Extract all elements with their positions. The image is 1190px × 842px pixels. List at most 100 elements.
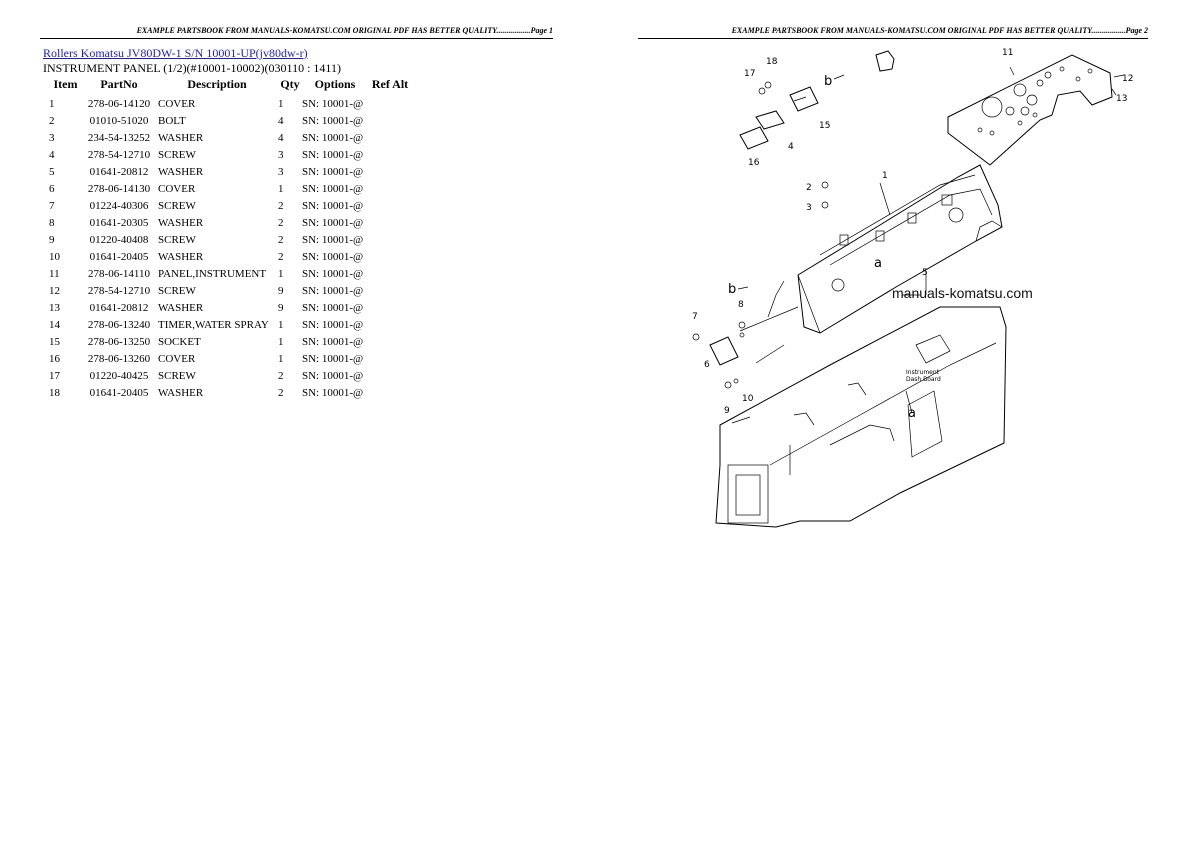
table-row: 6 278-06-14130 COVER 1 SN: 10001-@	[43, 180, 412, 197]
watermark-text: manuals-komatsu.com	[892, 285, 1033, 301]
cell-item: 1	[49, 97, 55, 110]
model-title-link[interactable]: Rollers Komatsu JV80DW-1 S/N 10001-UP(jv…	[43, 46, 308, 60]
cell-ref-alt	[368, 180, 412, 197]
section-subtitle: INSTRUMENT PANEL (1/2)(#10001-10002)(030…	[43, 61, 341, 75]
cell-partno: 01224-40306	[89, 199, 149, 212]
dash-board-body	[715, 306, 1007, 528]
left-cover-parts	[692, 181, 829, 389]
cell-options: SN: 10001-@	[302, 284, 364, 297]
cell-qty: 2	[278, 233, 284, 246]
cell-qty: 1	[278, 97, 284, 110]
cell-partno: 278-06-14110	[88, 267, 150, 280]
cell-qty: 3	[278, 165, 284, 178]
col-header-ref-alt: Ref Alt	[371, 77, 409, 91]
ref-letter-a-lower: a	[908, 406, 916, 421]
cell-item: 11	[49, 267, 60, 280]
callout-12: 12	[1122, 74, 1133, 84]
cell-description: WASHER	[158, 216, 204, 229]
cell-ref-alt	[368, 146, 412, 163]
cell-qty: 1	[278, 182, 284, 195]
cell-options: SN: 10001-@	[302, 148, 364, 161]
cell-qty: 2	[278, 250, 284, 263]
cell-options: SN: 10001-@	[302, 386, 364, 399]
cell-description: PANEL,INSTRUMENT	[158, 267, 267, 280]
cell-description: WASHER	[158, 165, 204, 178]
callout-4: 4	[788, 142, 794, 152]
cell-qty: 1	[278, 335, 284, 348]
cell-qty: 4	[278, 114, 284, 127]
cell-item: 14	[49, 318, 60, 331]
cell-partno: 01641-20812	[89, 301, 149, 314]
cell-qty: 1	[278, 318, 284, 331]
ref-letter-b-upper: b	[824, 74, 832, 89]
cell-qty: 2	[278, 199, 284, 212]
cell-options: SN: 10001-@	[302, 97, 364, 110]
cell-ref-alt	[368, 367, 412, 384]
table-row: 7 01224-40306 SCREW 2 SN: 10001-@	[43, 197, 412, 214]
cell-partno: 278-06-13240	[87, 318, 151, 331]
cell-options: SN: 10001-@	[302, 318, 364, 331]
cell-ref-alt	[368, 112, 412, 129]
cell-description: WASHER	[158, 386, 204, 399]
callout-9: 9	[724, 406, 730, 416]
table-header-row: Item PartNo Description Qty Options Ref …	[43, 76, 412, 95]
socket-and-cover-parts	[739, 81, 819, 150]
cell-ref-alt	[368, 265, 412, 282]
cell-description: SCREW	[158, 199, 196, 212]
cell-qty: 1	[278, 267, 284, 280]
cell-partno: 278-54-12710	[87, 284, 151, 297]
cell-ref-alt	[368, 282, 412, 299]
cell-item: 6	[49, 182, 55, 195]
cell-item: 13	[49, 301, 60, 314]
ref-letter-a-upper: a	[874, 256, 882, 271]
cell-options: SN: 10001-@	[302, 165, 364, 178]
cell-ref-alt	[368, 163, 412, 180]
cell-partno: 01641-20405	[89, 250, 149, 263]
cell-ref-alt	[368, 231, 412, 248]
cell-partno: 278-06-14120	[87, 97, 151, 110]
col-header-partno: PartNo	[100, 77, 138, 91]
callout-17: 17	[744, 69, 755, 79]
cell-options: SN: 10001-@	[302, 199, 364, 212]
cell-partno: 01010-51020	[89, 114, 149, 127]
cell-description: SCREW	[158, 148, 196, 161]
page-header-right: EXAMPLE PARTSBOOK FROM MANUALS-KOMATSU.C…	[638, 26, 1148, 39]
cell-item: 12	[49, 284, 60, 297]
cell-qty: 2	[278, 369, 284, 382]
cell-description: WASHER	[158, 250, 204, 263]
table-row: 1 278-06-14120 COVER 1 SN: 10001-@	[43, 95, 412, 112]
cell-description: SCREW	[158, 369, 196, 382]
cell-options: SN: 10001-@	[302, 301, 364, 314]
cell-item: 16	[49, 352, 60, 365]
cell-ref-alt	[368, 129, 412, 146]
parts-table: Item PartNo Description Qty Options Ref …	[43, 76, 412, 401]
cell-item: 3	[49, 131, 55, 144]
callout-10: 10	[742, 394, 754, 404]
cell-ref-alt	[368, 214, 412, 231]
inscription-line-1: Instrument	[906, 369, 940, 376]
cell-options: SN: 10001-@	[302, 182, 364, 195]
col-header-item: Item	[53, 77, 78, 91]
cell-item: 4	[49, 148, 55, 161]
cell-options: SN: 10001-@	[302, 233, 364, 246]
cell-description: COVER	[158, 97, 196, 110]
cell-ref-alt	[368, 316, 412, 333]
callout-11: 11	[1002, 48, 1013, 58]
cell-item: 9	[49, 233, 55, 246]
cell-partno: 278-06-14130	[87, 182, 151, 195]
cell-qty: 3	[278, 148, 284, 161]
cell-qty: 2	[278, 216, 284, 229]
cell-item: 7	[49, 199, 55, 212]
cell-description: COVER	[158, 182, 196, 195]
arrow-b-left	[737, 286, 749, 290]
callout-5: 5	[922, 268, 928, 278]
leader-lines	[731, 66, 1125, 424]
cell-description: COVER	[158, 352, 196, 365]
cell-partno: 01641-20305	[89, 216, 149, 229]
cell-qty: 2	[278, 386, 284, 399]
cell-options: SN: 10001-@	[302, 250, 364, 263]
